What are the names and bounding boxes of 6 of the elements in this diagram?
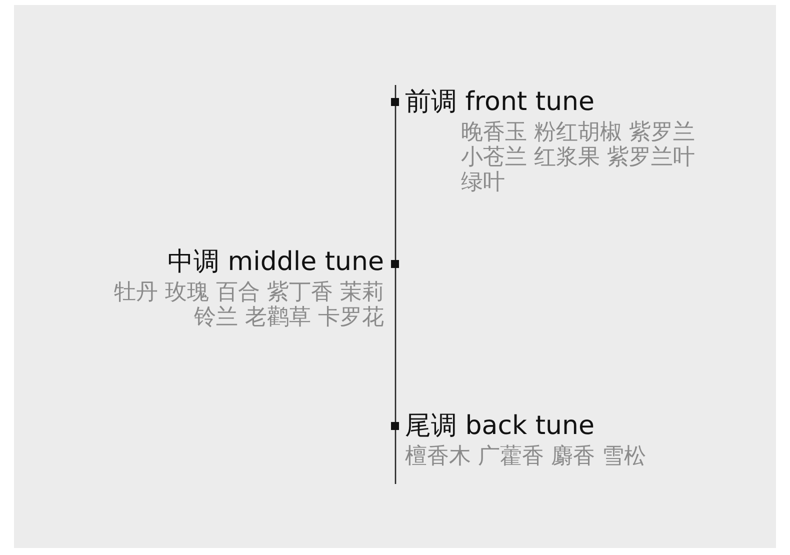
stage-heading: 中调 middle tune (168, 246, 384, 278)
ingredient-list: 檀香木 广藿香 麝香 雪松 (405, 444, 705, 469)
ingredient-list: 晚香玉 粉红胡椒 紫罗兰小苍兰 红浆果 紫罗兰叶绿叶 (461, 120, 705, 195)
stage-heading: 前调 front tune (405, 86, 595, 118)
stage-heading: 尾调 back tune (405, 410, 594, 442)
ingredient-list: 牡丹 玫瑰 百合 紫丁香 茉莉铃兰 老鹳草 卡罗花 (107, 280, 384, 330)
